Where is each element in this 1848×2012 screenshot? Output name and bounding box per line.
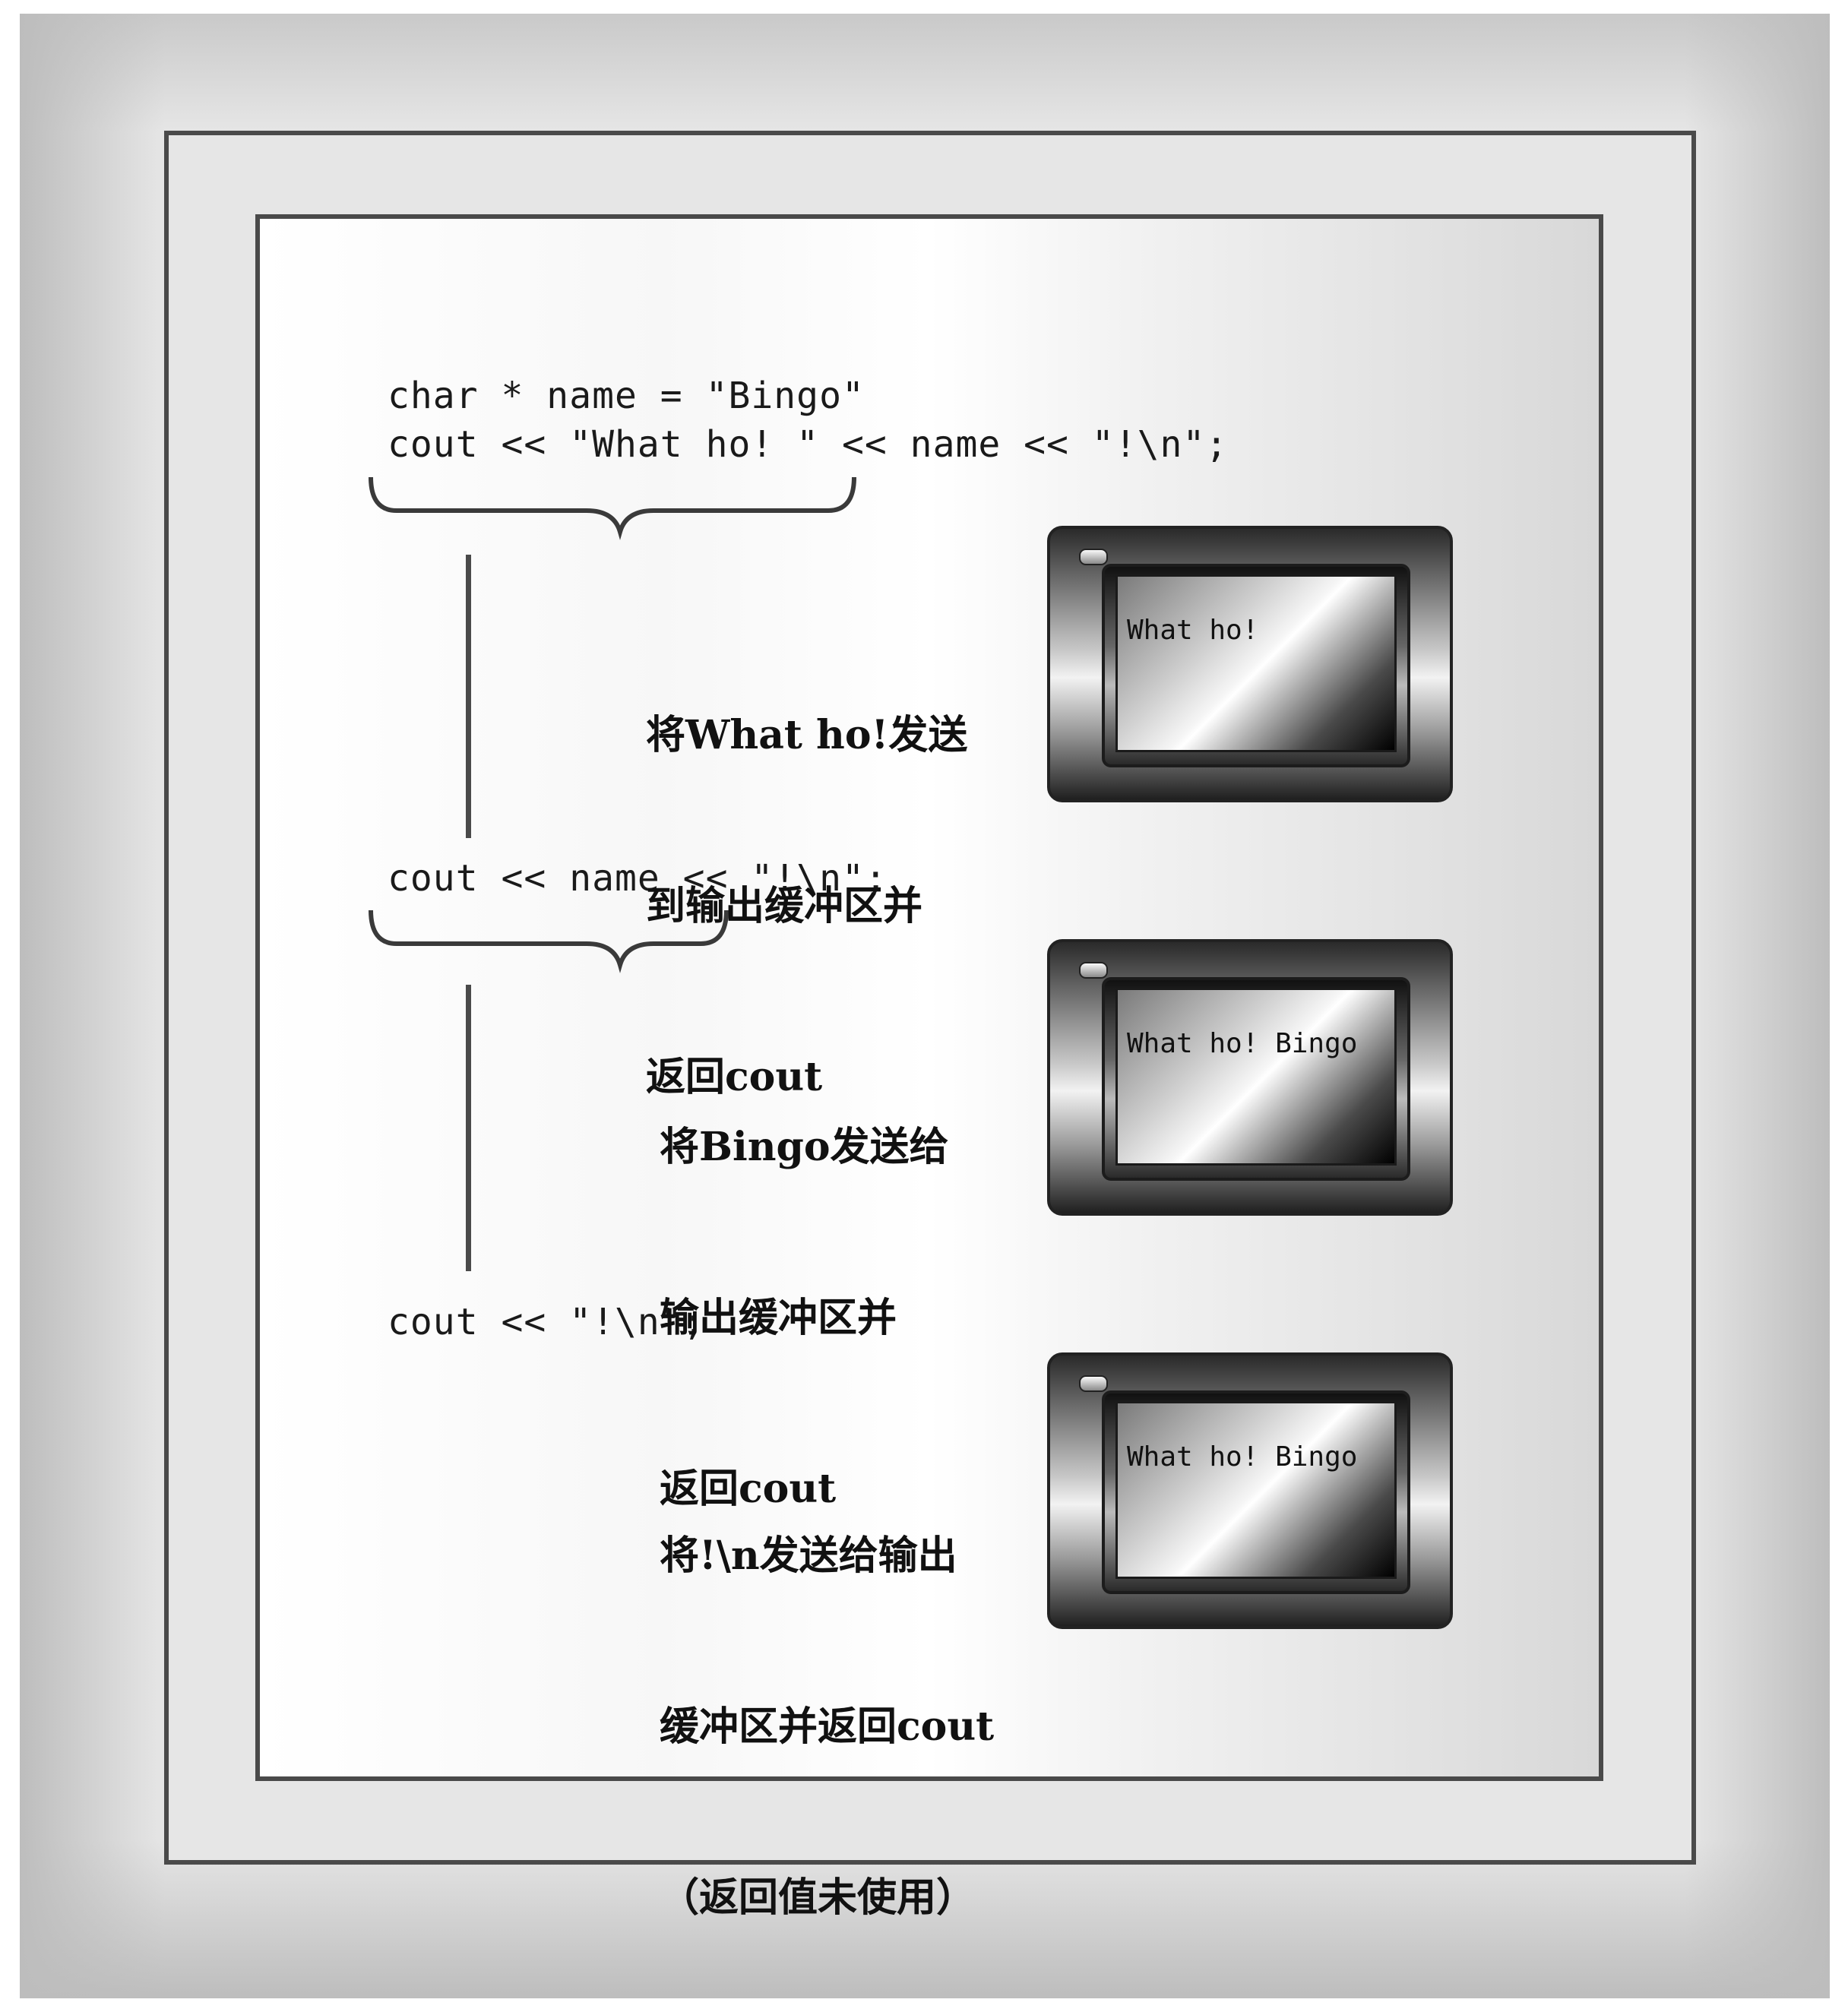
code-line-remaining-statement: cout << name << "!\n"; xyxy=(388,857,888,900)
monitor-step-3: What ho! Bingo xyxy=(1047,1352,1453,1629)
code-line-full-statement: cout << "What ho! " << name << "!\n"; xyxy=(388,423,1229,466)
caption-step-3-line-3: （返回值未使用） xyxy=(660,1874,976,1921)
code-line-declaration: char * name = "Bingo" xyxy=(388,375,865,417)
caption-step-1: 将What ho!发送 到输出缓冲区并 返回cout xyxy=(646,593,967,1163)
monitor-screen: What ho! Bingo xyxy=(1115,988,1397,1166)
caption-step-2-line-2: 输出缓冲区并 xyxy=(660,1295,897,1341)
screen-output-text: What ho! xyxy=(1127,615,1259,646)
connector-line-1 xyxy=(466,555,471,838)
brace-first-expression xyxy=(369,476,856,540)
screen-output-text: What ho! Bingo xyxy=(1127,1441,1358,1473)
monitor-screen: What ho! xyxy=(1115,574,1397,752)
monitor-bezel: What ho! Bingo xyxy=(1102,1390,1410,1594)
caption-step-1-line-3: 返回cout xyxy=(646,1054,823,1100)
caption-step-2-line-3: 返回cout xyxy=(660,1466,837,1512)
caption-step-2-line-1: 将Bingo发送给 xyxy=(660,1124,949,1170)
power-led-icon xyxy=(1079,1375,1108,1392)
caption-step-2: 将Bingo发送给 输出缓冲区并 返回cout xyxy=(660,1004,949,1574)
caption-step-3: 将!\n发送给输出 缓冲区并返回cout （返回值未使用） xyxy=(660,1413,994,1983)
caption-step-3-line-1: 将!\n发送给输出 xyxy=(660,1533,957,1579)
code-line-final-statement: cout << "!\n"; xyxy=(388,1301,706,1343)
connector-line-2 xyxy=(466,985,471,1271)
screen-output-text: What ho! Bingo xyxy=(1127,1028,1358,1059)
monitor-step-1: What ho! xyxy=(1047,526,1453,802)
monitor-bezel: What ho! Bingo xyxy=(1102,977,1410,1181)
monitor-bezel: What ho! xyxy=(1102,564,1410,767)
caption-step-1-line-1: 将What ho!发送 xyxy=(646,712,968,758)
brace-second-expression xyxy=(369,910,729,973)
monitor-screen: What ho! Bingo xyxy=(1115,1401,1397,1579)
power-led-icon xyxy=(1079,549,1108,565)
caption-step-3-line-2: 缓冲区并返回cout xyxy=(660,1704,995,1750)
monitor-step-2: What ho! Bingo xyxy=(1047,939,1453,1216)
power-led-icon xyxy=(1079,962,1108,979)
caption-step-1-line-2: 到输出缓冲区并 xyxy=(646,883,923,929)
